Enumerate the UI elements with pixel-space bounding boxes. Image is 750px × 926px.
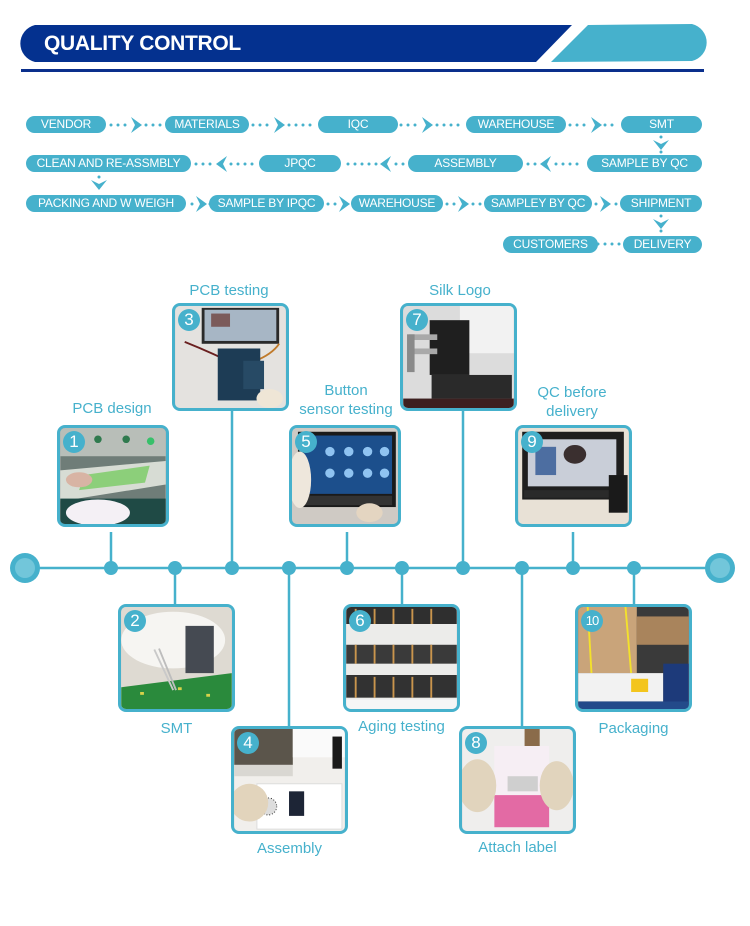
node-1 (104, 561, 118, 575)
photo-racks-of-devices (346, 607, 457, 709)
node-2 (168, 561, 182, 575)
step-label-5-line1: Button (324, 382, 368, 399)
step-label-6: Aging testing (358, 718, 445, 735)
arrow-left-icon (216, 156, 227, 172)
arrow-left-icon (540, 156, 551, 172)
flow-step-assembly: ASSEMBLY (408, 155, 523, 172)
flow-step-warehouse-1: WAREHOUSE (466, 116, 566, 133)
flow-step-customers: CUSTOMERS (503, 236, 598, 253)
arrow-down-icon (653, 135, 669, 154)
arrow-down-icon (653, 214, 669, 233)
step-number-badge: 3 (178, 309, 200, 331)
step-label-1: PCB design (72, 400, 152, 417)
flow-step-iqc: IQC (318, 116, 398, 133)
step-card-1: 1 (57, 425, 169, 527)
header-banner: QUALITY CONTROL (16, 24, 711, 62)
step-number-badge: 8 (465, 732, 487, 754)
arrow-down-icon (91, 175, 107, 190)
node-4 (282, 561, 296, 575)
arrow-right-icon (131, 117, 142, 133)
step-label-4: Assembly (256, 840, 323, 857)
flow-step-sample-by-ipqc: SAMPLE BY IPQC (209, 195, 324, 212)
arrow-right-icon (196, 196, 207, 212)
arrow-right-icon (458, 196, 469, 212)
step-number-badge: 1 (63, 431, 85, 453)
arrow-left-icon (380, 156, 391, 172)
arrow-right-icon (591, 117, 602, 133)
step-label-9: QC before delivery (516, 383, 628, 421)
flow-step-sample-by-qc: SAMPLE BY QC (587, 155, 702, 172)
page-title: QUALITY CONTROL (44, 32, 241, 55)
photo-touchscreen-menu-test (292, 428, 398, 524)
node-10 (627, 561, 641, 575)
step-label-2: SMT (160, 720, 193, 737)
step-label-5: Button sensor testing (290, 381, 402, 419)
node-7 (456, 561, 470, 575)
header-divider (21, 69, 704, 72)
node-9 (566, 561, 580, 575)
flow-step-vendor: VENDOR (26, 116, 106, 133)
flow-step-shipment: SHIPMENT (620, 195, 702, 212)
step-label-3: PCB testing (189, 282, 269, 299)
step-label-7: Silk Logo (429, 282, 491, 299)
arrow-right-icon (600, 196, 611, 212)
step-number-badge: 2 (124, 610, 146, 632)
banner-shape (20, 24, 707, 62)
photo-strapping-machine-box (578, 607, 689, 709)
step-number-badge: 5 (295, 431, 317, 453)
node-5 (340, 561, 354, 575)
arrow-right-icon (339, 196, 350, 212)
step-label-10: Packaging (598, 720, 669, 737)
step-label-5-line2: sensor testing (299, 401, 393, 418)
arrow-right-icon (422, 117, 433, 133)
step-card-6: 6 (343, 604, 460, 712)
step-card-2: 2 (118, 604, 235, 712)
step-number-badge: 7 (406, 309, 428, 331)
arrow-right-icon (274, 117, 285, 133)
flow-step-warehouse-2: WAREHOUSE (351, 195, 443, 212)
step-label-9-line1: QC before (537, 384, 607, 401)
dots-vendor-materials (109, 117, 162, 133)
step-card-3: 3 (172, 303, 289, 411)
step-card-4: 4 (231, 726, 348, 834)
node-3 (225, 561, 239, 575)
node-8 (515, 561, 529, 575)
step-label-8: Attach label (478, 839, 557, 856)
step-card-7: 7 (400, 303, 517, 411)
step-number-badge: 10 (581, 610, 603, 632)
flow-step-delivery: DELIVERY (623, 236, 702, 253)
step-number-badge: 4 (237, 732, 259, 754)
flow-step-smt: SMT (621, 116, 702, 133)
step-card-10: 10 (575, 604, 692, 712)
node-6 (395, 561, 409, 575)
step-label-9-line2: delivery (546, 403, 598, 420)
flow-step-sampley-by-qc: SAMPLEY BY QC (484, 195, 592, 212)
step-number-badge: 9 (521, 431, 543, 453)
step-number-badge: 6 (349, 610, 371, 632)
step-card-9: 9 (515, 425, 632, 527)
step-card-8: 8 (459, 726, 576, 834)
flow-step-materials: MATERIALS (165, 116, 249, 133)
step-card-5: 5 (289, 425, 401, 527)
flow-step-clean-reassembly: CLEAN AND RE-ASSMBLY (26, 155, 191, 172)
flow-connectors (91, 117, 669, 246)
flow-step-jpqc: JPQC (259, 155, 341, 172)
flow-step-packing-weigh: PACKING AND W WEIGH (26, 195, 186, 212)
